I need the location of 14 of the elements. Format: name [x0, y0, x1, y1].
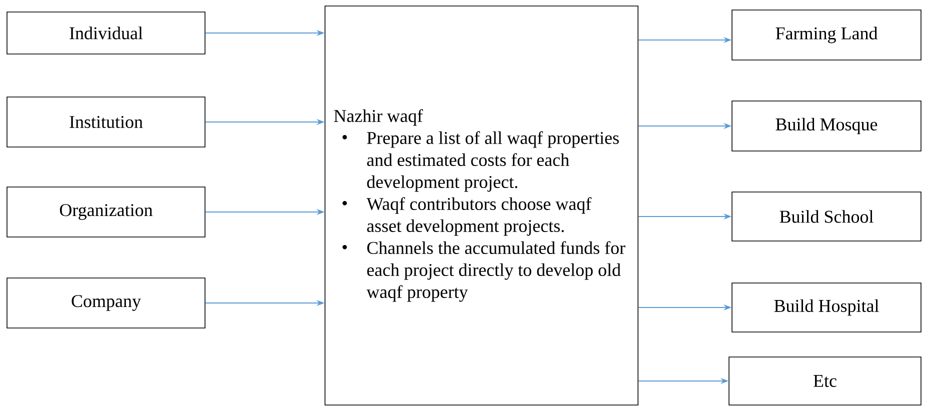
target-box: Farming Land	[732, 10, 922, 60]
bullet-item: Waqf contributors choose waqf asset development projects.	[342, 197, 592, 236]
bullet-item: Channels the accumulated funds for each project directly to develop old waqf property	[342, 241, 626, 302]
target-box: Build School	[732, 192, 922, 242]
target-box: Etc	[728, 356, 922, 406]
source-box: Company	[6, 278, 206, 328]
source-box: Individual	[6, 12, 206, 54]
source-box: Institution	[6, 96, 206, 148]
heading: Nazhir waqf	[334, 109, 423, 126]
process-box	[324, 6, 638, 406]
target-box: Build Mosque	[732, 100, 922, 152]
target-box: Build Hospital	[732, 282, 922, 332]
source-box: Organization	[6, 186, 206, 238]
bullet-item: Prepare a list of all waqf properties and estimated costs for each development project.	[342, 131, 619, 192]
